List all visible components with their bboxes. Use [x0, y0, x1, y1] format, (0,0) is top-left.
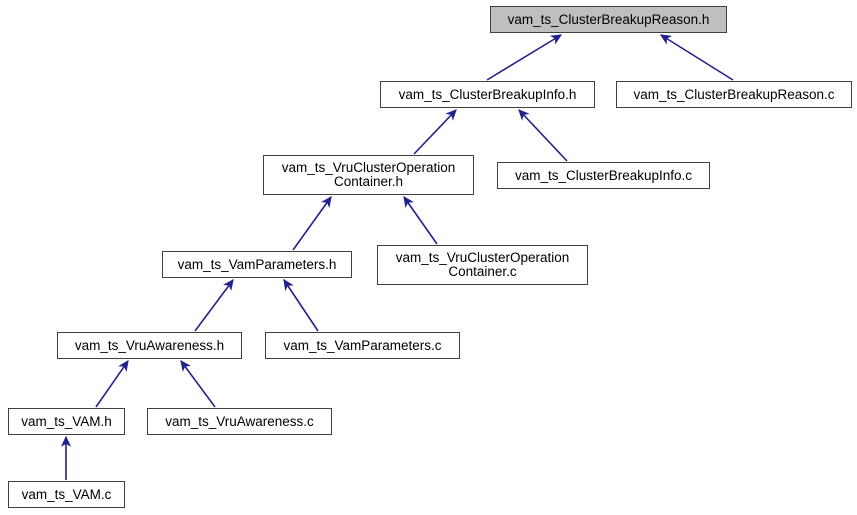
edge-clusterbreakupinfo-h-to-clusterbreakupreason-h — [486, 34, 563, 81]
graph-node-vruclusteroperationcontainer-h[interactable]: vam_ts_VruClusterOperation Container.h — [263, 155, 474, 195]
graph-node-label: vam_ts_VAM.c — [21, 486, 112, 502]
edge-clusterbreakupreason-c-to-clusterbreakupreason-h — [659, 34, 734, 81]
graph-node-clusterbreakupinfo-c[interactable]: vam_ts_ClusterBreakupInfo.c — [497, 162, 710, 189]
graph-node-vamparameters-c[interactable]: vam_ts_VamParameters.c — [265, 332, 460, 359]
graph-node-label: vam_ts_VamParameters.c — [283, 337, 442, 353]
graph-node-vam-h[interactable]: vam_ts_VAM.h — [8, 408, 125, 435]
graph-node-vamparameters-h[interactable]: vam_ts_VamParameters.h — [162, 251, 352, 278]
edge-vamparameters-c-to-vamparameters-h — [283, 278, 319, 332]
graph-node-vruawareness-h[interactable]: vam_ts_VruAwareness.h — [57, 332, 242, 359]
edge-clusterbreakupinfo-c-to-clusterbreakupinfo-h — [518, 109, 568, 162]
edge-vruawareness-h-to-vamparameters-h — [194, 278, 234, 332]
graph-node-clusterbreakupreason-h[interactable]: vam_ts_ClusterBreakupReason.h — [490, 6, 727, 33]
graph-node-label: vam_ts_VruClusterOperation Container.h — [281, 160, 456, 189]
graph-node-label: vam_ts_VruAwareness.h — [74, 337, 225, 353]
graph-node-vruawareness-c[interactable]: vam_ts_VruAwareness.c — [147, 408, 332, 435]
edge-vamparameters-h-to-vruclusteroperationcontainer-h — [292, 195, 332, 251]
graph-node-vam-c[interactable]: vam_ts_VAM.c — [8, 481, 125, 508]
graph-node-clusterbreakupinfo-h[interactable]: vam_ts_ClusterBreakupInfo.h — [380, 81, 595, 108]
graph-node-label: vam_ts_VruAwareness.c — [165, 413, 314, 429]
graph-node-label: vam_ts_ClusterBreakupReason.h — [507, 11, 710, 27]
graph-node-vruclusteroperationcontainer-c[interactable]: vam_ts_VruClusterOperation Container.c — [377, 245, 588, 285]
edge-vruawareness-c-to-vruawareness-h — [180, 359, 216, 408]
edge-vruclusteroperationcontainer-c-to-vruclusteroperationcontainer-h — [403, 195, 438, 245]
graph-node-label: vam_ts_VamParameters.h — [177, 256, 337, 272]
graph-node-label: vam_ts_VruClusterOperation Container.c — [395, 250, 570, 279]
edge-vam-h-to-vruawareness-h — [95, 359, 129, 408]
graph-node-clusterbreakupreason-c[interactable]: vam_ts_ClusterBreakupReason.c — [616, 81, 852, 108]
graph-node-label: vam_ts_VAM.h — [21, 413, 112, 429]
graph-node-label: vam_ts_ClusterBreakupInfo.c — [514, 167, 693, 183]
edge-vruclusteroperationcontainer-h-to-clusterbreakupinfo-h — [413, 109, 457, 155]
graph-node-label: vam_ts_ClusterBreakupReason.c — [633, 86, 835, 102]
graph-node-label: vam_ts_ClusterBreakupInfo.h — [398, 86, 577, 102]
